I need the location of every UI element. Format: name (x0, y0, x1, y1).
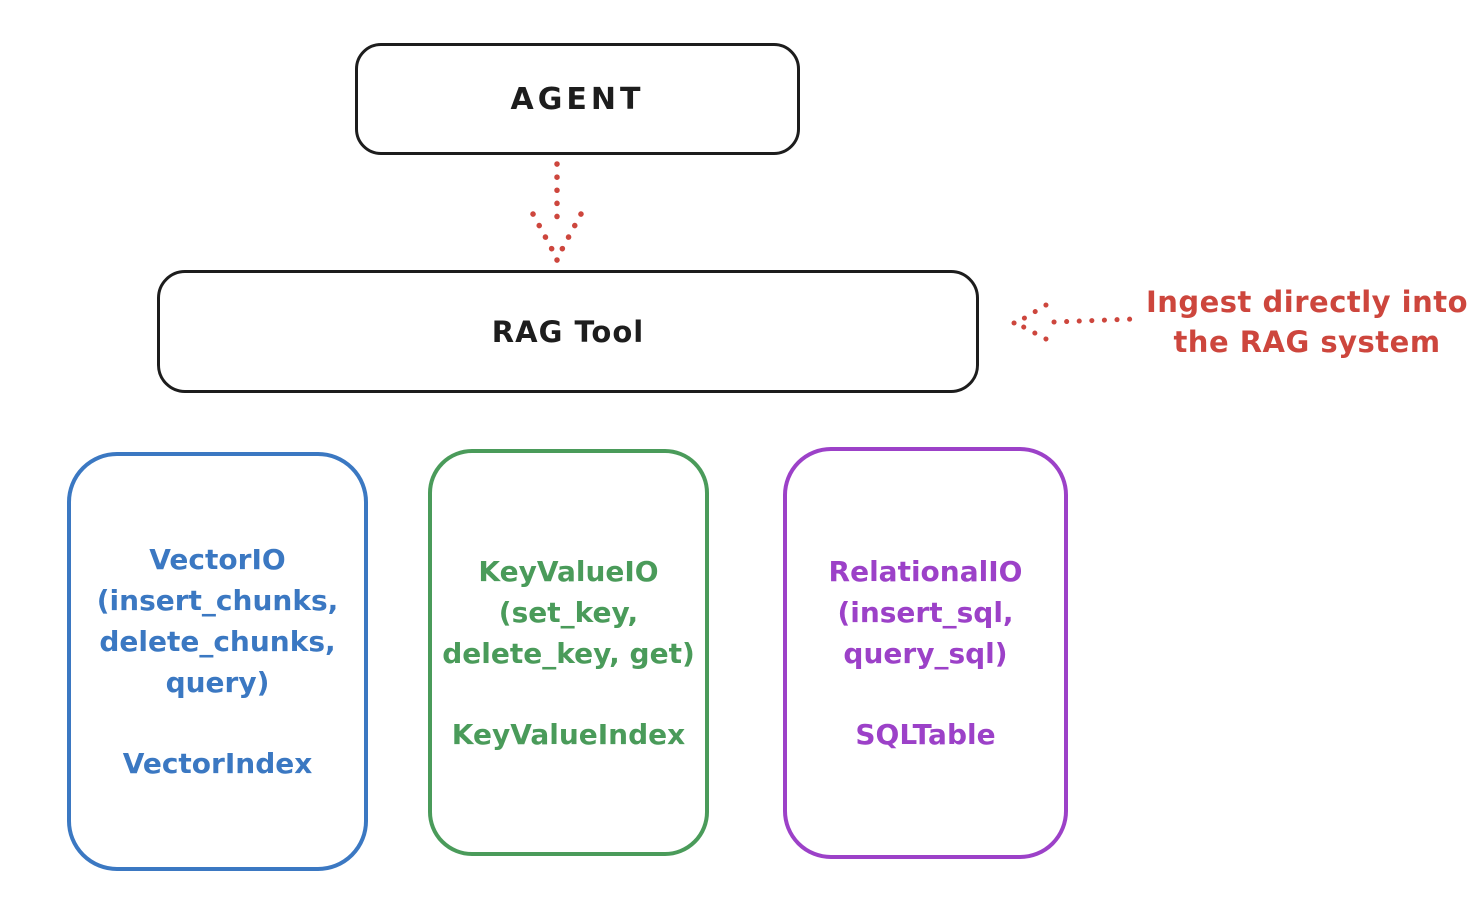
ingest-annotation: Ingest directly into the RAG system (1142, 282, 1472, 362)
relational-io-fn-line: (insert_sql, (837, 596, 1014, 629)
sql-table-label: SQLTable (855, 718, 996, 751)
rag-tool-box-label: RAG Tool (491, 314, 645, 349)
vector-io-box: VectorIO (insert_chunks, delete_chunks, … (67, 452, 368, 871)
rag-tool-box: RAG Tool (157, 270, 979, 393)
agent-box-label: AGENT (510, 81, 645, 117)
vector-io-fn-line: (insert_chunks, (96, 584, 339, 617)
vector-index-label: VectorIndex (122, 747, 313, 780)
annotation-to-rag-arrow (1011, 302, 1137, 342)
relational-io-title: RelationalIO (828, 555, 1023, 588)
key-value-io-fn-line: delete_key, get) (442, 636, 695, 670)
key-value-index-label: KeyValueIndex (451, 717, 686, 751)
ingest-annotation-line2: the RAG system (1173, 325, 1441, 359)
vector-io-fn-line: query) (165, 666, 270, 699)
relational-io-fn-line: query_sql) (843, 637, 1008, 670)
key-value-io-box: KeyValueIO (set_key, delete_key, get) Ke… (428, 449, 709, 856)
vector-io-title: VectorIO (149, 543, 286, 576)
relational-io-box: RelationalIO (insert_sql, query_sql) SQL… (783, 447, 1068, 859)
agent-box: AGENT (355, 43, 800, 155)
ingest-annotation-line1: Ingest directly into (1145, 285, 1469, 319)
key-value-io-title: KeyValueIO (478, 554, 659, 588)
key-value-io-fn-line: (set_key, (498, 595, 639, 629)
agent-to-rag-arrow (530, 161, 584, 263)
vector-io-fn-line: delete_chunks, (99, 625, 336, 658)
